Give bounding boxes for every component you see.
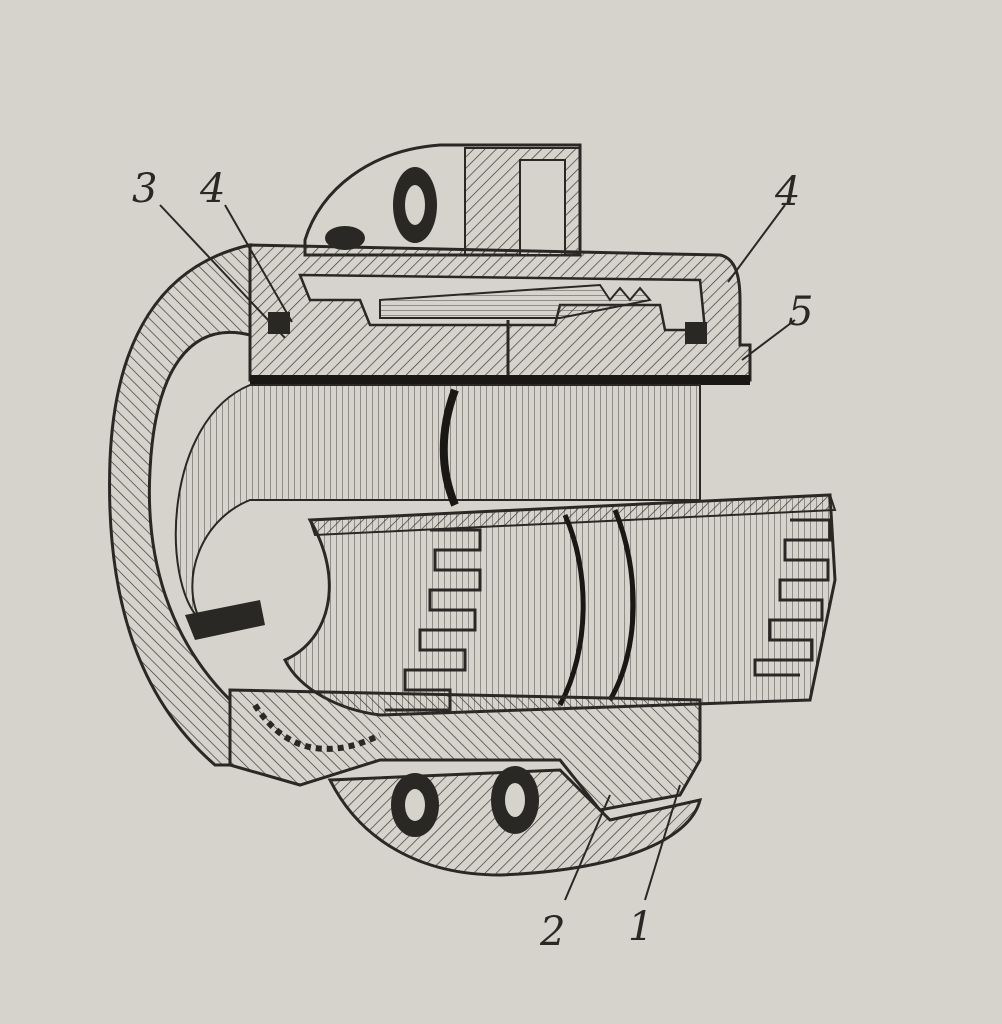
callout-5: 5	[788, 289, 813, 335]
top-tooth-row	[379, 283, 652, 319]
leader-lines	[159, 204, 796, 901]
callout-4-left: 4	[199, 166, 225, 212]
right-seal	[685, 322, 707, 344]
left-sleeve-body	[108, 243, 252, 767]
callout-3: 3	[132, 166, 157, 212]
hub-key	[185, 600, 265, 640]
top-left-bolt-icon	[325, 226, 365, 250]
bore-split-line	[439, 388, 459, 507]
top-bolt-core-icon	[405, 185, 425, 225]
top-bolt-hole	[519, 159, 566, 256]
hub-teeth-left	[385, 528, 482, 712]
hub-groove-1	[557, 513, 586, 707]
hub-teeth-right	[753, 518, 832, 677]
hub-top-rim	[308, 493, 837, 537]
bottom-sleeve-section	[228, 688, 702, 812]
hub-groove-2	[607, 509, 636, 702]
callout-2: 2	[539, 909, 565, 955]
callout-4-right: 4	[774, 169, 800, 215]
bottom-bolt-left-core-icon	[405, 789, 425, 821]
left-seal	[268, 312, 290, 334]
callout-1: 1	[628, 904, 653, 950]
bottom-bolt-right-core-icon	[505, 783, 525, 817]
